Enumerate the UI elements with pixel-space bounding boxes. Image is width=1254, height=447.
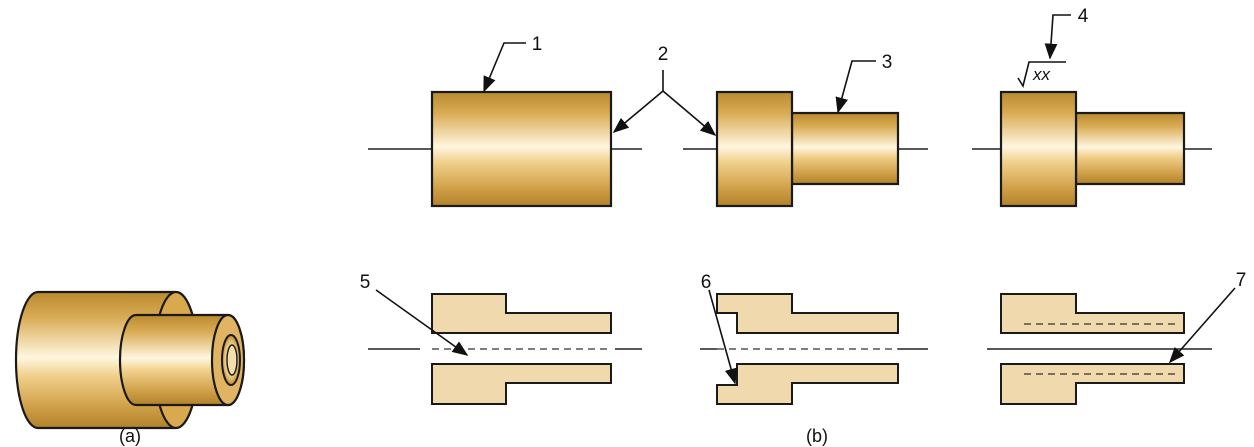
svg-text:xx: xx: [1032, 65, 1051, 84]
caption-b: (b): [806, 426, 828, 446]
exterior-view-3: [972, 90, 1212, 208]
section-view-1: [368, 293, 642, 405]
callout-3: 3: [882, 52, 893, 73]
leader-5: [375, 289, 469, 356]
leader-2: [612, 70, 717, 137]
callout-1: 1: [532, 34, 543, 55]
surface-finish-symbol: xx: [1017, 61, 1066, 89]
leader-4: [1044, 14, 1071, 60]
section-view-3: [987, 293, 1212, 405]
callout-2: 2: [658, 44, 669, 65]
caption-a: (a): [119, 426, 141, 446]
isometric-part: [14, 290, 246, 430]
leader-1: [483, 42, 526, 93]
leader-7: [1168, 287, 1236, 364]
section-view-2: [700, 293, 928, 405]
exterior-view-1: [368, 90, 642, 208]
exterior-view-2: [683, 90, 928, 208]
callout-6: 6: [701, 272, 712, 293]
leader-6: [708, 289, 738, 385]
callout-4: 4: [1078, 6, 1089, 27]
callout-7: 7: [1236, 270, 1247, 291]
callout-5: 5: [360, 272, 371, 293]
leader-3: [835, 60, 876, 114]
